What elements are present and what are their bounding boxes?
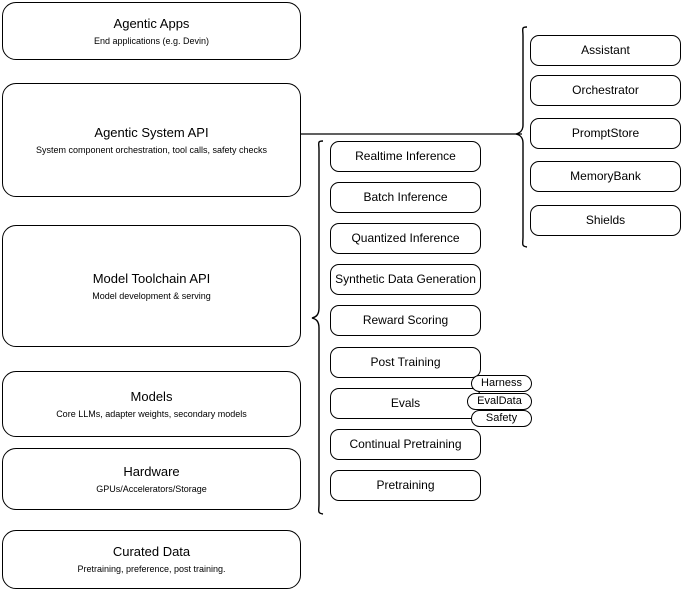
layer-title: Agentic System API (94, 124, 209, 140)
capability-label: Realtime Inference (355, 149, 456, 163)
layer-box-model-toolchain-api[interactable]: Model Toolchain API Model development & … (2, 225, 301, 347)
capability-box-reward-scoring[interactable]: Reward Scoring (330, 305, 481, 336)
layer-subtitle: Core LLMs, adapter weights, secondary mo… (56, 408, 247, 419)
capability-box-post-training[interactable]: Post Training (330, 347, 481, 378)
capability-box-pretraining[interactable]: Pretraining (330, 470, 481, 501)
connector-system-api-to-components (300, 133, 522, 135)
capability-label: Reward Scoring (362, 313, 449, 327)
layer-box-models[interactable]: Models Core LLMs, adapter weights, secon… (2, 371, 301, 437)
layer-title: Models (130, 388, 173, 404)
component-box-assistant[interactable]: Assistant (530, 35, 681, 66)
component-label: Orchestrator (572, 83, 639, 97)
component-label: Shields (585, 213, 626, 227)
layer-subtitle: End applications (e.g. Devin) (93, 35, 210, 46)
capability-label: Synthetic Data Generation (335, 272, 476, 286)
capability-box-realtime-inference[interactable]: Realtime Inference (330, 141, 481, 172)
evals-tag-harness[interactable]: Harness (471, 375, 532, 392)
capability-box-evals[interactable]: Evals (330, 388, 481, 419)
layer-box-agentic-apps[interactable]: Agentic Apps End applications (e.g. Devi… (2, 2, 301, 60)
capability-label: Pretraining (376, 478, 435, 492)
capability-label: Quantized Inference (351, 231, 460, 245)
capability-box-continual-pretraining[interactable]: Continual Pretraining (330, 429, 481, 460)
layer-box-curated-data[interactable]: Curated Data Pretraining, preference, po… (2, 530, 301, 589)
capability-label: Post Training (370, 355, 441, 369)
brace-system-components (515, 26, 528, 248)
capability-box-batch-inference[interactable]: Batch Inference (330, 182, 481, 213)
brace-toolchain-capabilities (311, 140, 324, 515)
component-box-memorybank[interactable]: MemoryBank (530, 161, 681, 192)
component-label: PromptStore (571, 126, 640, 140)
evals-tag-safety[interactable]: Safety (471, 410, 532, 427)
capability-label: Continual Pretraining (349, 437, 462, 451)
layer-subtitle: GPUs/Accelerators/Storage (96, 483, 207, 494)
component-box-promptstore[interactable]: PromptStore (530, 118, 681, 149)
capability-label: Batch Inference (363, 190, 448, 204)
component-box-shields[interactable]: Shields (530, 205, 681, 236)
capability-label: Evals (390, 396, 421, 410)
component-label: MemoryBank (570, 169, 641, 183)
layer-title: Model Toolchain API (92, 270, 211, 286)
layer-subtitle: System component orchestration, tool cal… (35, 144, 268, 155)
layer-title: Agentic Apps (113, 15, 190, 31)
capability-box-quantized-inference[interactable]: Quantized Inference (330, 223, 481, 254)
layer-title: Hardware (123, 463, 180, 479)
capability-box-synthetic-data-generation[interactable]: Synthetic Data Generation (330, 264, 481, 295)
layer-title: Curated Data (112, 544, 191, 559)
layer-box-hardware[interactable]: Hardware GPUs/Accelerators/Storage (2, 448, 301, 510)
layer-subtitle: Pretraining, preference, post training. (77, 564, 226, 574)
component-label: Assistant (581, 43, 630, 57)
layer-subtitle: Model development & serving (92, 290, 211, 301)
evals-tag-evaldata[interactable]: EvalData (467, 393, 532, 410)
layer-box-agentic-system-api[interactable]: Agentic System API System component orch… (2, 83, 301, 197)
component-box-orchestrator[interactable]: Orchestrator (530, 75, 681, 106)
